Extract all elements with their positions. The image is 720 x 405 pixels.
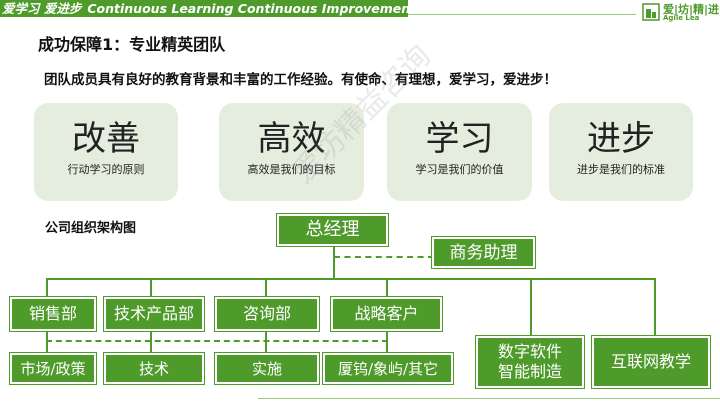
org-box-digital-software: 数字软件 智能制造 [476, 336, 584, 388]
org-box-client-list: 厦钨/象屿/其它 [323, 353, 453, 384]
value-card-improve: 改善 行动学习的原则 [34, 103, 178, 201]
connector-main-bus [46, 278, 656, 280]
org-box-internet-teaching: 互联网教学 [592, 336, 710, 388]
connector-internet [654, 278, 656, 336]
connector-sales-sub [46, 332, 48, 352]
org-box-label-line1: 数字软件 [497, 342, 562, 361]
intro-text: 团队成员具有良好的教育背景和丰富的工作经验。有使命、有理想，爱学习，爱进步！ [44, 72, 557, 88]
connector-strategy [386, 278, 388, 298]
org-box-business-assistant: 商务助理 [432, 237, 535, 268]
org-box-label: 商务助理 [449, 242, 518, 263]
org-box-sales: 销售部 [10, 297, 96, 331]
value-title: 学习 [425, 119, 494, 159]
value-card-efficient: 高效 高效是我们的目标 [219, 103, 364, 201]
org-chart-label: 公司组织架构图 [45, 221, 137, 236]
org-box-label: 咨询部 [242, 304, 291, 323]
header-rule [408, 14, 636, 15]
value-title: 改善 [72, 119, 140, 159]
connector-gm-down [333, 244, 335, 279]
connector-sales [46, 278, 48, 298]
org-box-label: 厦钨/象屿/其它 [337, 359, 439, 378]
org-box-label: 互联网教学 [610, 352, 691, 371]
company-logo: 爱|坊|精|进 Agile Lea [638, 0, 720, 26]
value-title: 高效 [257, 119, 326, 159]
value-caption: 高效是我们的目标 [247, 163, 336, 176]
org-box-market-policy: 市场/政策 [10, 353, 96, 384]
value-card-learning: 学习 学习是我们的价值 [387, 103, 532, 201]
connector-tech-sub [150, 332, 152, 352]
connector-sub-bus [46, 340, 388, 342]
logo-text-cn: 爱|坊|精|进 [663, 3, 720, 16]
value-caption: 进步是我们的标准 [577, 163, 665, 176]
value-title: 进步 [587, 119, 655, 159]
org-box-strategic-clients: 战略客户 [331, 297, 442, 331]
org-box-tech-product: 技术产品部 [104, 297, 204, 331]
footer-rule [258, 398, 720, 399]
org-box-label: 实施 [251, 359, 282, 378]
org-box-technology: 技术 [104, 353, 204, 384]
org-box-label-line2: 智能制造 [497, 362, 562, 381]
page-title: 成功保障1：专业精英团队 [38, 35, 226, 54]
org-box-label: 销售部 [28, 304, 77, 323]
connector-assistant [334, 256, 434, 258]
connector-consult [265, 278, 267, 298]
connector-tech [150, 278, 152, 298]
org-box-consulting: 咨询部 [215, 297, 319, 331]
connector-consult-sub [265, 332, 267, 352]
slogan-en: Continuous Learning Continuous Improveme… [87, 1, 408, 16]
org-box-label: 战略客户 [354, 304, 419, 323]
value-caption: 学习是我们的价值 [415, 163, 504, 176]
org-box-label: 技术产品部 [113, 304, 194, 323]
org-box-label: 总经理 [305, 219, 360, 240]
value-caption: 行动学习的原则 [67, 163, 145, 176]
org-box-implementation: 实施 [215, 353, 319, 384]
connector-strategy-sub [386, 332, 388, 352]
org-box-label: 市场/政策 [20, 359, 86, 378]
logo-text-en: Agile Lea [663, 14, 700, 22]
value-card-progress: 进步 进步是我们的标准 [549, 103, 693, 201]
slogan-banner: 爱学习 爱进步 Continuous Learning Continuous Im… [0, 0, 408, 17]
connector-digital [530, 278, 532, 336]
slogan-cn: 爱学习 爱进步 [2, 1, 82, 16]
org-box-label: 技术 [138, 359, 169, 378]
org-box-general-manager: 总经理 [277, 214, 388, 246]
logo-mark-icon [642, 3, 660, 21]
